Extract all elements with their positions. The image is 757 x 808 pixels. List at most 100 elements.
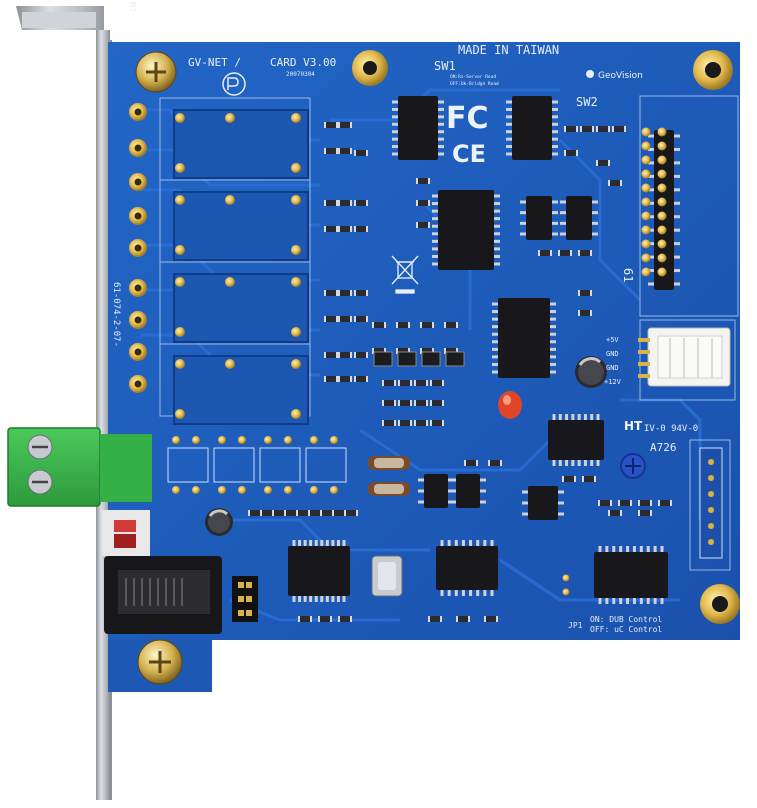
- chip-pin: [392, 107, 398, 111]
- transistor: [373, 351, 393, 367]
- chip-pin: [522, 490, 528, 494]
- smd-pad: [408, 348, 410, 354]
- smd-body: [374, 348, 384, 354]
- header-pin: [657, 141, 667, 151]
- chip-pin: [492, 370, 498, 374]
- smd-part: [420, 348, 434, 354]
- chip-pin: [550, 332, 556, 336]
- smd-pad: [384, 322, 386, 328]
- green-terminal-block: [7, 427, 152, 507]
- chip-pin: [469, 540, 473, 546]
- relay-pin: [291, 195, 301, 205]
- smd-pad: [608, 180, 610, 186]
- screw-icon: [137, 639, 183, 685]
- smd-part: [344, 510, 358, 516]
- smd-pad: [324, 200, 326, 206]
- smd-pad: [430, 380, 432, 386]
- smd-part: [398, 420, 412, 426]
- smd-part: [396, 348, 410, 354]
- smd-pad: [372, 348, 374, 354]
- fuse: [368, 456, 410, 470]
- silkscreen-text: GV-NET / CARD V3.00 20070304 MADE IN TAI…: [111, 2, 698, 634]
- ic-chip: [520, 196, 558, 240]
- chip-pin: [674, 174, 680, 178]
- smd-pad: [272, 510, 274, 516]
- smd-pad: [336, 316, 338, 322]
- chip-pin: [440, 590, 444, 596]
- header-pin: [641, 169, 651, 179]
- smd-part: [618, 500, 632, 506]
- chip-pin: [583, 460, 587, 466]
- ic-chip: [436, 540, 498, 596]
- chip-body: [424, 474, 448, 508]
- smd-part: [596, 126, 610, 132]
- relay-pin: [175, 359, 185, 369]
- smd-pad: [558, 250, 560, 256]
- chip-pin: [438, 137, 444, 141]
- chip-pin: [550, 310, 556, 314]
- smd-body: [340, 122, 350, 128]
- chip-pin: [492, 310, 498, 314]
- smd-body: [564, 476, 574, 482]
- edge-pin-hole: [134, 178, 142, 186]
- smd-body: [430, 616, 440, 622]
- smd-body: [274, 510, 284, 516]
- smd-pad: [428, 178, 430, 184]
- smd-pad: [396, 348, 398, 354]
- smd-body: [326, 316, 336, 322]
- header-pin: [641, 253, 651, 263]
- smd-part: [324, 352, 338, 358]
- chip-pin: [560, 200, 566, 204]
- smd-part: [558, 250, 572, 256]
- smd-part: [324, 226, 338, 232]
- pb-free-icon: [222, 72, 246, 96]
- smd-body: [398, 348, 408, 354]
- smd-body: [418, 178, 428, 184]
- smd-pad: [442, 400, 444, 406]
- fuse-band: [374, 458, 404, 468]
- chip-pin: [432, 247, 438, 251]
- chip-pin: [648, 134, 654, 138]
- smd-body: [320, 616, 330, 622]
- chip-pin: [522, 512, 528, 516]
- fcc-logo: FC: [446, 101, 489, 136]
- smd-pad: [398, 380, 400, 386]
- smd-pad: [354, 226, 356, 232]
- smd-body: [432, 420, 442, 426]
- header-pin: [657, 225, 667, 235]
- chip-pin: [494, 247, 500, 251]
- smd-pad: [336, 376, 338, 382]
- smd-body: [384, 400, 394, 406]
- smd-part: [354, 290, 368, 296]
- smd-part: [638, 510, 652, 516]
- chip-pin: [648, 269, 654, 273]
- relay-pin: [291, 113, 301, 123]
- serial-label: 20070304: [286, 71, 315, 78]
- smd-body: [640, 500, 650, 506]
- smd-pad: [382, 380, 384, 386]
- relay-pin: [175, 409, 185, 419]
- smd-pad: [442, 380, 444, 386]
- smd-pad: [638, 510, 640, 516]
- header-pin: [562, 588, 570, 596]
- driver-pin: [218, 436, 226, 444]
- smd-pad: [428, 200, 430, 206]
- sw1-label: SW1: [434, 59, 456, 73]
- smd-pad: [608, 160, 610, 166]
- smd-part: [324, 376, 338, 382]
- smd-pad: [594, 476, 596, 482]
- chip-pin: [480, 500, 486, 504]
- smd-body: [340, 316, 350, 322]
- smd-pad: [444, 348, 446, 354]
- smd-pad: [336, 148, 338, 154]
- smd-pad: [570, 250, 572, 256]
- chip-pin: [552, 130, 558, 134]
- smd-body: [384, 420, 394, 426]
- chip-pin: [552, 122, 558, 126]
- relay-pin: [225, 113, 235, 123]
- smd-pad: [598, 500, 600, 506]
- header-pin: [657, 169, 667, 179]
- smd-part: [338, 290, 352, 296]
- smd-body: [298, 510, 308, 516]
- smd-body: [340, 200, 350, 206]
